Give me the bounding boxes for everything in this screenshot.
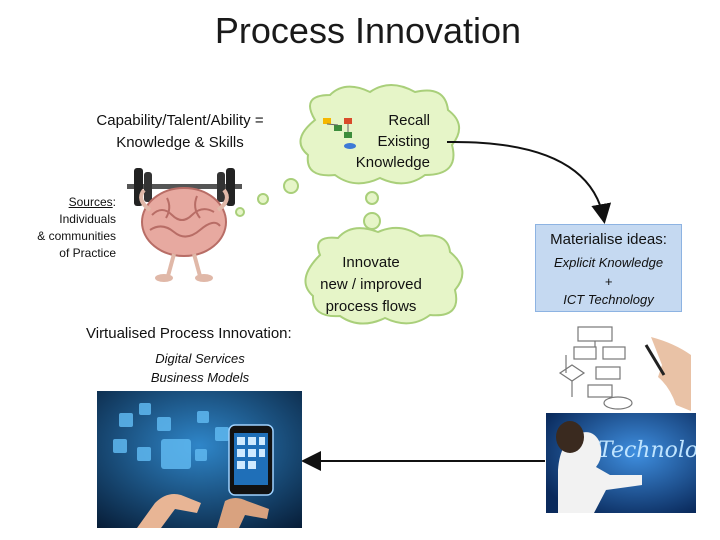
technology-flowchart-image: Technology <box>546 325 696 513</box>
flowchart-icon <box>323 118 356 149</box>
technology-word: Technology <box>598 438 696 463</box>
innovate-thought-cloud <box>304 226 464 325</box>
materialise-heading: Materialise ideas: <box>550 231 667 248</box>
recall-thought-cloud <box>299 84 460 185</box>
sources-label: Sources: Individuals & communities of Pr… <box>20 194 116 262</box>
sources-colon: : <box>112 195 116 209</box>
materialise-line-1: Explicit Knowledge <box>553 255 664 270</box>
capability-line-1: Capability/Talent/Ability = <box>96 112 264 129</box>
materialise-line-2: + <box>604 274 613 289</box>
recall-cloud-text: Recall Existing Knowledge <box>330 110 430 173</box>
virtualised-heading: Virtualised Process Innovation: <box>86 325 292 342</box>
sources-line-1: Individuals <box>59 212 116 226</box>
sources-line-3: of Practice <box>59 246 116 260</box>
recall-line-1: Recall <box>388 112 430 129</box>
capability-label: Capability/Talent/Ability = Knowledge & … <box>60 110 300 154</box>
brain-barbell-image <box>122 160 247 290</box>
innovate-line-3: process flows <box>325 298 417 315</box>
capability-line-2: Knowledge & Skills <box>116 134 244 151</box>
digital-services-image <box>97 391 302 528</box>
arrow-to-materialise <box>446 140 612 224</box>
virtualised-subtext: Digital Services Business Models <box>130 349 270 387</box>
thought-bubbles <box>235 178 381 230</box>
page-title: Process Innovation <box>214 10 522 51</box>
virtualised-line-2: Business Models <box>150 370 250 385</box>
materialise-box: Materialise ideas: Explicit Knowledge + … <box>535 224 682 312</box>
innovate-line-1: Innovate <box>342 254 400 271</box>
recall-line-2: Existing <box>377 133 430 150</box>
innovate-line-2: new / improved <box>320 276 422 293</box>
recall-line-3: Knowledge <box>355 154 430 171</box>
sources-line-2: & communities <box>37 229 116 243</box>
innovate-cloud-text: Innovate new / improved process flows <box>296 252 446 318</box>
sources-heading: Sources <box>68 195 113 209</box>
materialise-line-3: ICT Technology <box>563 292 654 307</box>
virtualised-line-1: Digital Services <box>155 351 245 366</box>
